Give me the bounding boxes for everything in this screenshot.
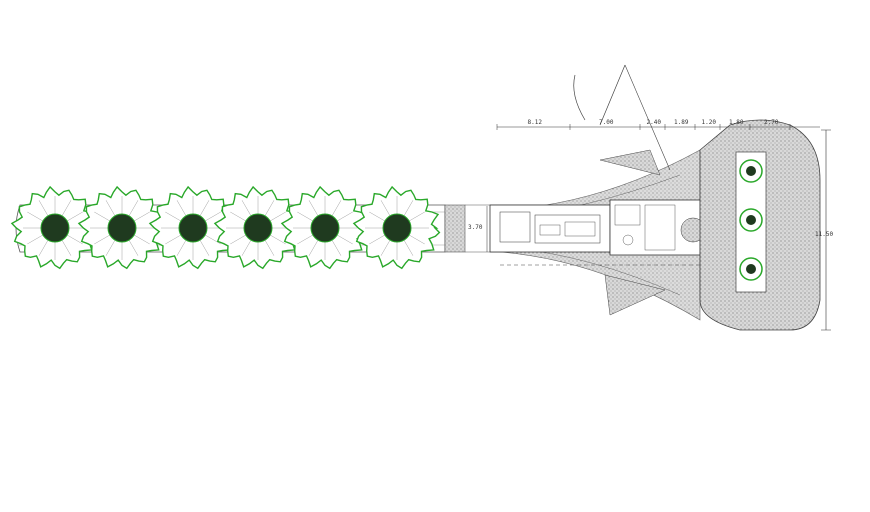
side-dimension-label: 11.50 bbox=[815, 231, 833, 238]
tree-6 bbox=[352, 185, 441, 270]
width-dimension-label: 3.70 bbox=[468, 224, 483, 231]
top-dimension-label-5: 1.20 bbox=[702, 119, 717, 126]
top-dimension-label-7: 2.70 bbox=[764, 119, 779, 126]
door-swing-bottom bbox=[604, 274, 666, 316]
door-swing-top bbox=[573, 64, 671, 176]
planter-1 bbox=[739, 159, 763, 183]
width-dimension: 3.70 bbox=[468, 206, 488, 252]
tree-3 bbox=[148, 185, 237, 270]
top-dimension-label-6: 1.80 bbox=[729, 119, 744, 126]
tree-row bbox=[10, 185, 441, 270]
tree-5 bbox=[280, 185, 369, 270]
tree-1 bbox=[10, 185, 99, 270]
top-dimension-label-1: 8.12 bbox=[528, 119, 543, 126]
top-dimension-label-2: 7.00 bbox=[599, 119, 614, 126]
tree-4 bbox=[213, 185, 302, 270]
planter-3 bbox=[739, 257, 763, 281]
top-dimension-label-3: 2.40 bbox=[647, 119, 662, 126]
top-dimension-line: 8.12 7.00 2.40 1.89 1.20 1.80 2.70 bbox=[496, 119, 820, 130]
building-floorplan bbox=[489, 199, 706, 266]
side-dimension: 11.50 bbox=[815, 129, 833, 331]
top-dimension-label-4: 1.89 bbox=[674, 119, 689, 126]
planter-group bbox=[739, 159, 763, 281]
planter-2 bbox=[739, 208, 763, 232]
tree-2 bbox=[77, 185, 166, 270]
